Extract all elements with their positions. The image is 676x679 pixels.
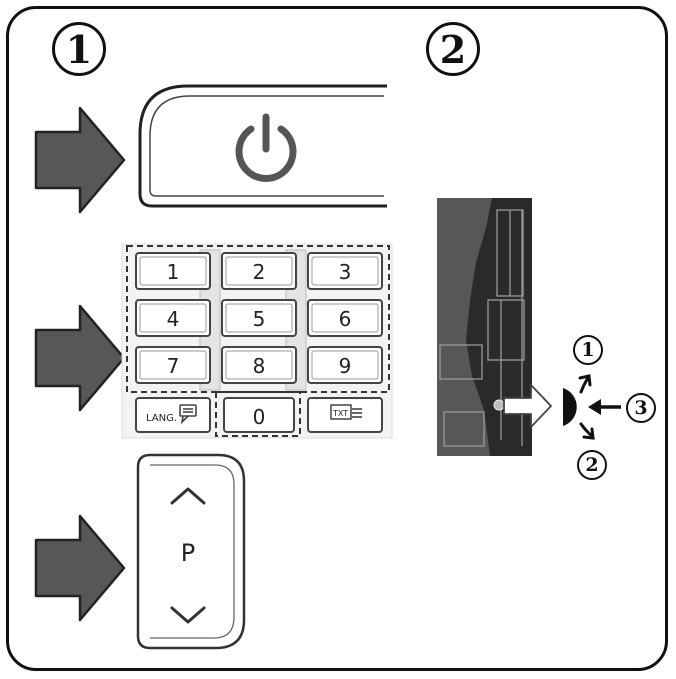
program-down-button[interactable] [170,606,206,624]
numpad-key-7[interactable]: 7 [135,346,211,384]
section-label-remote: 1 [52,22,106,76]
txt-icon: TXT [330,404,362,420]
numpad-key-5-label: 5 [253,307,266,331]
numpad-key-9-label: 9 [339,354,352,378]
txt-button[interactable]: TXT [307,397,383,433]
program-up-button[interactable] [170,487,206,505]
arrow-to-program-button [34,514,126,622]
section-label-tv: 2 [426,22,480,76]
arrow-to-power-button [34,106,126,214]
tv-control-joystick[interactable] [493,399,505,411]
numpad-key-8[interactable]: 8 [221,346,297,384]
program-button-label: P [181,539,195,567]
numpad-key-6-label: 6 [339,307,352,331]
arrow-to-numpad [34,304,126,412]
knob-direction-down-arrow [579,422,595,440]
numpad-key-5[interactable]: 5 [221,299,297,337]
numpad-key-1[interactable]: 1 [135,252,211,290]
lang-button[interactable]: LANG. [135,397,211,433]
power-button[interactable] [138,84,387,208]
power-icon [235,113,297,182]
tv-control-knob[interactable] [563,388,577,426]
knob-direction-up-arrow [578,374,592,394]
chevron-up-icon [170,487,206,505]
numpad-key-2[interactable]: 2 [221,252,297,290]
lang-speech-icon [179,404,197,425]
txt-label: TXT [332,409,348,418]
tv-control-label-press: 3 [626,393,656,423]
numpad-key-2-label: 2 [253,260,266,284]
knob-press-arrow [588,399,621,415]
tv-control-label-down: 2 [577,450,607,480]
diagram-frame [6,6,668,671]
numpad-key-9[interactable]: 9 [307,346,383,384]
callout-arrow [503,384,552,428]
chevron-down-icon [170,606,206,624]
numpad-key-3[interactable]: 3 [307,252,383,290]
tv-control-label-up: 1 [573,335,603,365]
numpad-key-1-label: 1 [167,260,180,284]
numpad-key-4-label: 4 [167,307,180,331]
numpad-key-3-label: 3 [339,260,352,284]
lang-label: LANG. [146,413,177,424]
numpad-key-7-label: 7 [167,354,180,378]
numpad-key-4[interactable]: 4 [135,299,211,337]
tv-rear-view [437,198,532,456]
numpad-key-6[interactable]: 6 [307,299,383,337]
numpad-key-0-label: 0 [253,405,266,429]
numpad-key-0[interactable]: 0 [223,397,295,433]
numpad-key-8-label: 8 [253,354,266,378]
program-button: P [136,453,246,650]
